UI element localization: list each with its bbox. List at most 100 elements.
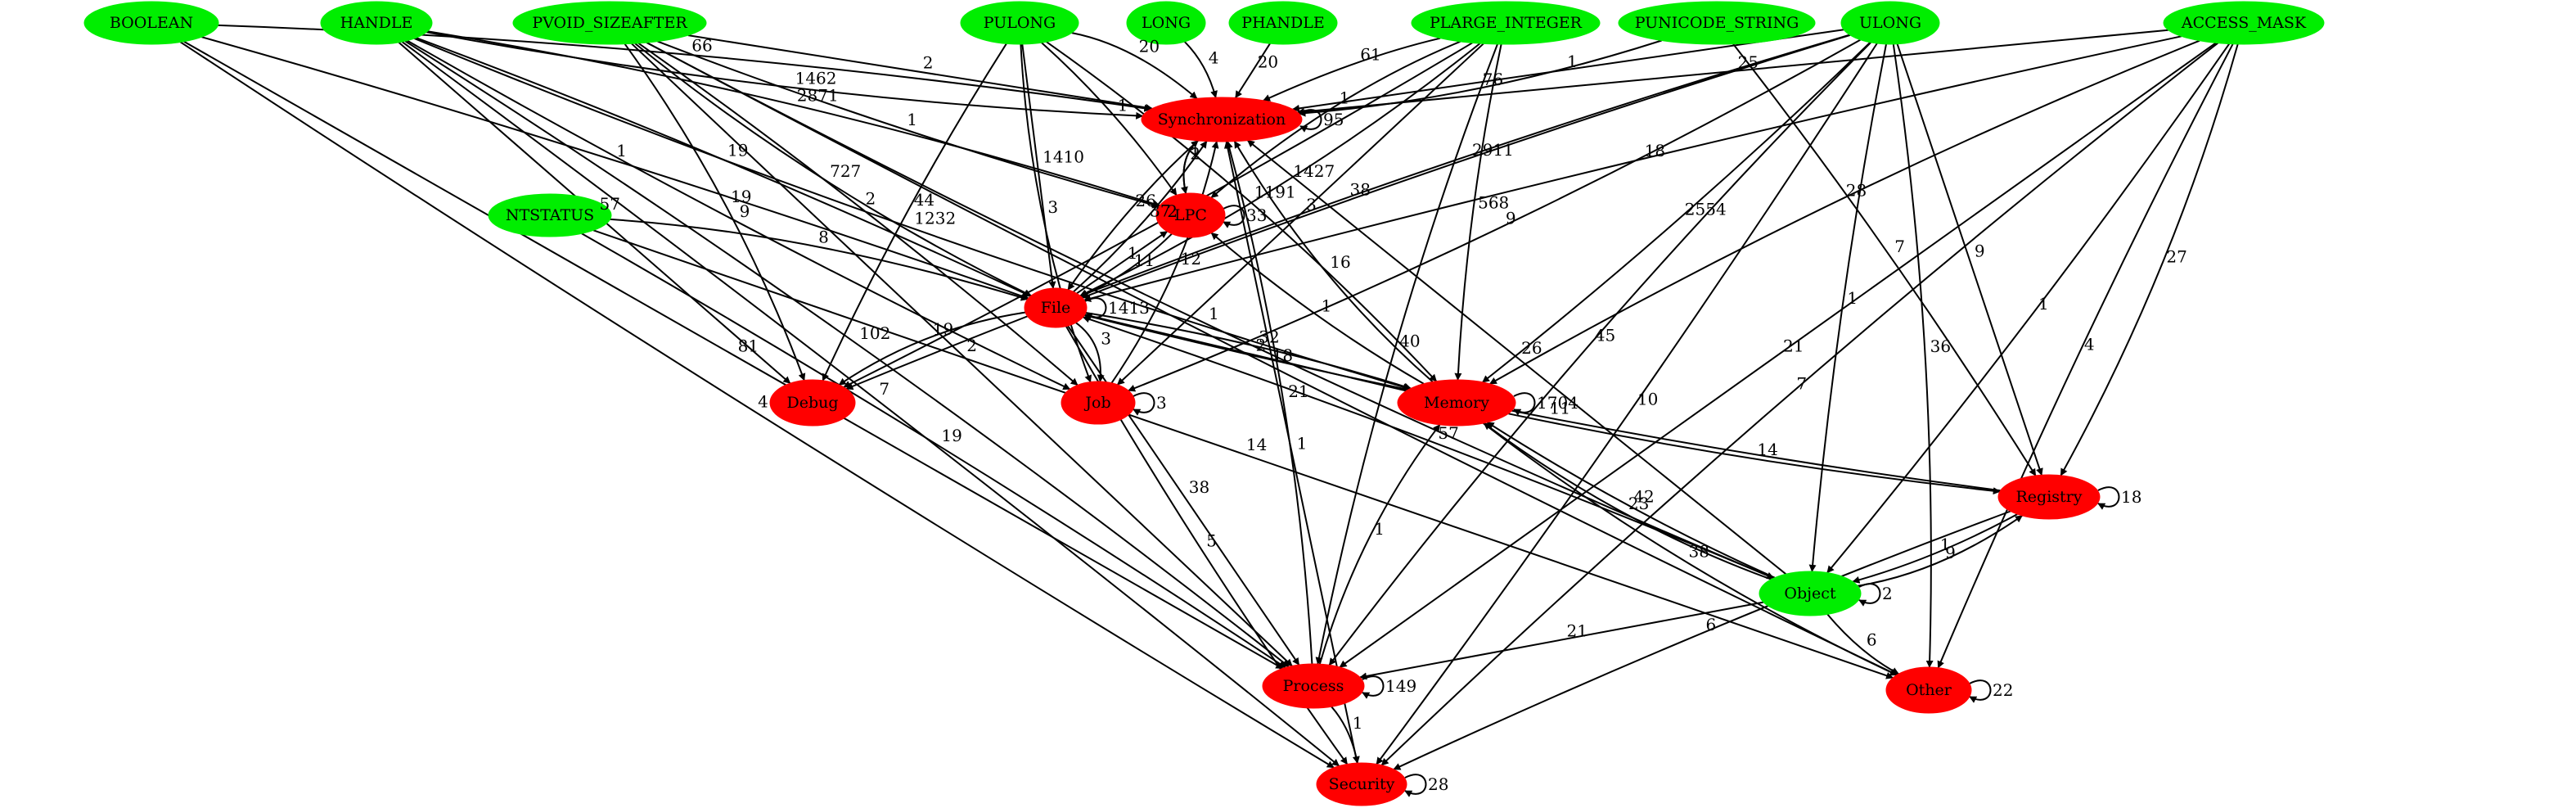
edge-punicode-string-to-registry: [1732, 43, 2037, 476]
edge-label-access-mask-to-process: 21: [1783, 336, 1804, 355]
edge-pvoid-sizeafter-to-process: [631, 43, 1293, 667]
edge-label-phandle-to-synchronization: 20: [1258, 52, 1278, 72]
edge-label-boolean-to-synchronization: 66: [691, 36, 712, 56]
self-loop-file: [1084, 297, 1107, 321]
edge-label-process-to-security: 1: [1353, 713, 1363, 733]
edge-label-ulong-to-debug: 38: [1350, 179, 1371, 199]
edge-file-to-process: [1067, 325, 1300, 666]
edge-label-plarge-integer-to-memory: 568: [1478, 192, 1509, 212]
edge-file-to-memory: [1085, 312, 1412, 390]
edge-label-access-mask-to-object: 1: [2038, 294, 2049, 314]
edge-pvoid-sizeafter-to-debug: [624, 43, 806, 381]
node-label-registry: Registry: [2016, 488, 2083, 506]
node-label-lpc: LPC: [1174, 206, 1207, 224]
edge-handle-to-memory: [414, 38, 1411, 391]
node-shape-job: [1061, 381, 1136, 425]
self-loop-object: [1858, 583, 1881, 607]
edge-label-punicode-string-to-registry: 7: [1894, 237, 1905, 256]
edge-object-to-synchronization: [1246, 139, 1787, 576]
node-label-plarge-integer: PLARGE_INTEGER: [1430, 14, 1583, 32]
self-loop-label-memory: 1704: [1537, 393, 1578, 413]
edge-label-plarge-integer-to-process: 40: [1399, 332, 1420, 351]
edge-boolean-to-process: [183, 40, 1284, 670]
node-plarge-integer: PLARGE_INTEGER: [1411, 1, 1601, 45]
node-debug: Debug: [769, 379, 856, 427]
edge-pvoid-sizeafter-to-other: [646, 42, 1898, 676]
self-loop-memory: [1513, 392, 1536, 416]
self-loop-label-security: 28: [1428, 774, 1448, 794]
edge-label-pvoid-sizeafter-to-object: 1: [1209, 304, 1219, 323]
edge-memory-to-lpc: [1210, 232, 1425, 385]
node-label-job: Job: [1083, 394, 1110, 412]
node-shape-handle: [320, 1, 433, 45]
edge-label-memory-to-other: 38: [1689, 542, 1709, 562]
edge-label-ulong-to-registry: 9: [1975, 241, 1985, 260]
edge-file-to-debug: [838, 311, 1026, 386]
node-lpc: LPC: [1155, 192, 1226, 238]
node-shape-boolean: [83, 1, 219, 45]
edge-handle-to-lpc: [427, 30, 1161, 208]
edge-label-process-to-synchronization: 21: [1288, 381, 1308, 401]
self-loop-label-synchronization: 95: [1323, 110, 1344, 129]
edge-synchronization-to-file: [1067, 140, 1199, 291]
edge-pvoid-sizeafter-to-job: [637, 42, 1079, 386]
edge-label-ulong-to-memory: 2554: [1685, 199, 1727, 219]
node-ntstatus: NTSTATUS: [488, 193, 612, 237]
edge-label-pvoid-sizeafter-to-process: 2: [966, 336, 977, 355]
edge-registry-to-file: [1083, 313, 2001, 492]
edge-boolean-to-file: [201, 36, 1029, 300]
edge-label-access-mask-to-other: 4: [2084, 334, 2095, 354]
edge-handle-to-security: [401, 41, 1340, 767]
node-label-synchronization: Synchronization: [1158, 111, 1286, 129]
self-loop-label-lpc: 33: [1246, 205, 1267, 225]
edge-label-process-to-memory: 1: [1374, 519, 1385, 539]
edge-access-mask-to-other: [1937, 43, 2234, 669]
edge-label-access-mask-to-security: 7: [1796, 374, 1807, 394]
edge-label-memory-to-synchronization: 16: [1330, 252, 1350, 272]
node-shape-synchronization: [1141, 97, 1303, 142]
edge-label-pulong-to-debug: 44: [914, 190, 934, 210]
edge-object-to-registry: [1858, 515, 2023, 587]
edge-label-file-to-lpc: 1: [1128, 243, 1138, 263]
node-shape-debug: [769, 379, 856, 427]
node-file: File: [1024, 287, 1088, 328]
edge-ntstatus-to-other: [592, 229, 1894, 679]
node-shape-other: [1885, 666, 1972, 714]
edge-plarge-integer-to-memory: [1454, 43, 1502, 381]
edge-label-ulong-to-job: 9: [1506, 209, 1516, 228]
edge-plarge-integer-to-lpc: [1210, 40, 1461, 199]
node-label-boolean: BOOLEAN: [110, 14, 193, 32]
node-label-security: Security: [1329, 775, 1395, 793]
edge-registry-to-security: [1393, 510, 2011, 770]
edge-label-access-mask-to-file: 18: [1645, 141, 1665, 160]
edge-object-to-file: [1082, 315, 1774, 580]
edge-label-punicode-string-to-synchronization: 76: [1483, 70, 1503, 89]
edge-label-lpc-to-synchronization: 2: [1190, 144, 1200, 164]
self-loop-registry: [2097, 486, 2120, 510]
edge-label-plarge-integer-to-lpc: 1: [1340, 88, 1350, 107]
edge-label-pvoid-sizeafter-to-file: 727: [830, 161, 861, 181]
edge-label-plarge-integer-to-synchronization: 61: [1360, 44, 1380, 64]
edge-label-plarge-integer-to-file: 1427: [1293, 161, 1335, 181]
edge-job-to-synchronization: [1110, 141, 1219, 384]
edge-label-object-to-file: 57: [1438, 423, 1458, 443]
node-label-handle: HANDLE: [340, 14, 413, 32]
self-loops-layer: [1084, 109, 2120, 797]
edge-ulong-to-memory: [1482, 41, 1871, 383]
edge-pvoid-sizeafter-to-object: [646, 42, 1775, 580]
node-shape-phandle: [1228, 1, 1338, 45]
edge-boolean-to-security: [180, 41, 1335, 769]
self-loop-process: [1362, 675, 1385, 699]
edge-label-memory-to-registry: 14: [1757, 440, 1777, 459]
edge-process-to-synchronization: [1225, 141, 1313, 665]
node-shape-registry: [1997, 474, 2101, 520]
edge-ulong-to-other: [1892, 43, 1934, 668]
edge-label-plarge-integer-to-debug: 2: [1167, 201, 1178, 221]
edge-lpc-to-synchronization: [1182, 140, 1199, 194]
node-ulong: ULONG: [1840, 1, 1940, 45]
self-loop-label-registry: 18: [2121, 487, 2141, 507]
edge-pulong-to-lpc: [1041, 42, 1178, 196]
edge-label-long-to-synchronization: 4: [1209, 48, 1219, 68]
edge-file-to-synchronization: [1073, 140, 1208, 293]
node-shape-lpc: [1155, 192, 1226, 238]
